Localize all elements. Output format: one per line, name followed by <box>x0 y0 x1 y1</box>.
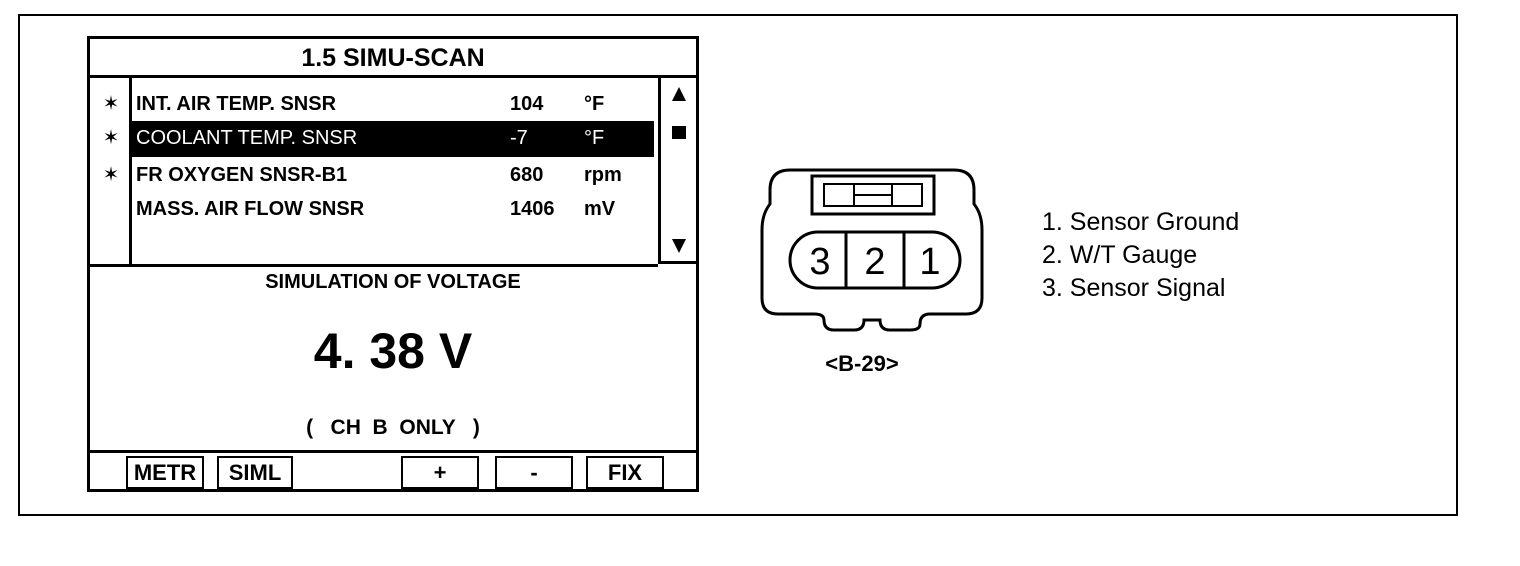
param-row-coolant-temp[interactable]: ✶ COOLANT TEMP. SNSR -7 °F <box>90 121 658 157</box>
parameter-list: ✶ INT. AIR TEMP. SNSR 104 °F ✶ COOLANT T… <box>90 78 658 267</box>
param-row-int-air-temp[interactable]: ✶ INT. AIR TEMP. SNSR 104 °F <box>90 87 658 121</box>
list-scrollbar[interactable] <box>658 78 696 264</box>
param-unit: mV <box>584 198 616 220</box>
metr-button[interactable]: METR <box>126 456 204 489</box>
pin-1-label: 1 <box>919 241 940 283</box>
selection-highlight <box>132 121 654 157</box>
param-name: FR OXYGEN SNSR-B1 <box>136 164 348 186</box>
param-value: 680 <box>510 164 544 186</box>
screen-title: 1.5 SIMU-SCAN <box>90 39 696 78</box>
connector-housing <box>760 168 984 332</box>
param-value: 1406 <box>510 198 555 220</box>
param-name: INT. AIR TEMP. SNSR <box>136 93 337 115</box>
param-unit: °F <box>584 127 605 149</box>
triangle-up-icon[interactable] <box>672 87 686 101</box>
connector-latch <box>810 174 936 216</box>
scan-tool-screen: 1.5 SIMU-SCAN ✶ INT. AIR TEMP. SNSR 104 … <box>87 36 699 492</box>
latch-inner <box>823 183 923 207</box>
pin-legend: 1. Sensor Ground 2. W/T Gauge 3. Sensor … <box>1042 206 1402 305</box>
param-unit: rpm <box>584 164 622 186</box>
siml-button[interactable]: SIML <box>217 456 293 489</box>
param-row-mass-air-flow[interactable]: MASS. AIR FLOW SNSR 1406 mV <box>90 192 658 226</box>
connector-diagram: 3 2 1 <box>760 168 984 332</box>
legend-item-1: 1. Sensor Ground <box>1042 208 1240 236</box>
triangle-down-icon[interactable] <box>672 239 686 253</box>
figure-frame <box>18 14 1458 516</box>
plus-button[interactable]: + <box>401 456 479 489</box>
param-value: 104 <box>510 93 544 115</box>
simulation-channel-note: ( CH B ONLY ) <box>306 416 480 439</box>
simulation-title: SIMULATION OF VOLTAGE <box>265 271 521 293</box>
simulation-voltage-value: 4. 38 V <box>313 323 473 379</box>
param-name: COOLANT TEMP. SNSR <box>136 127 358 149</box>
fix-button[interactable]: FIX <box>586 456 664 489</box>
fixed-mark-icon: ✶ <box>102 93 120 115</box>
fixed-mark-icon: ✶ <box>102 164 120 186</box>
pin-2-label: 2 <box>864 241 885 283</box>
square-icon[interactable] <box>672 126 686 139</box>
minus-button[interactable]: - <box>495 456 573 489</box>
param-value: -7 <box>510 127 528 149</box>
function-key-bar: METR SIML + - FIX <box>90 450 696 492</box>
pin-3-label: 3 <box>809 241 830 283</box>
connector-label: <B-29> <box>825 351 899 376</box>
legend-item-2: 2. W/T Gauge <box>1042 241 1198 269</box>
pin-cavity <box>788 230 962 290</box>
legend-item-3: 3. Sensor Signal <box>1042 274 1226 302</box>
fixed-mark-icon: ✶ <box>102 127 120 149</box>
param-name: MASS. AIR FLOW SNSR <box>136 198 365 220</box>
mark-column-divider <box>129 78 132 264</box>
param-row-fr-oxygen[interactable]: ✶ FR OXYGEN SNSR-B1 680 rpm <box>90 158 658 192</box>
param-unit: °F <box>584 93 605 115</box>
